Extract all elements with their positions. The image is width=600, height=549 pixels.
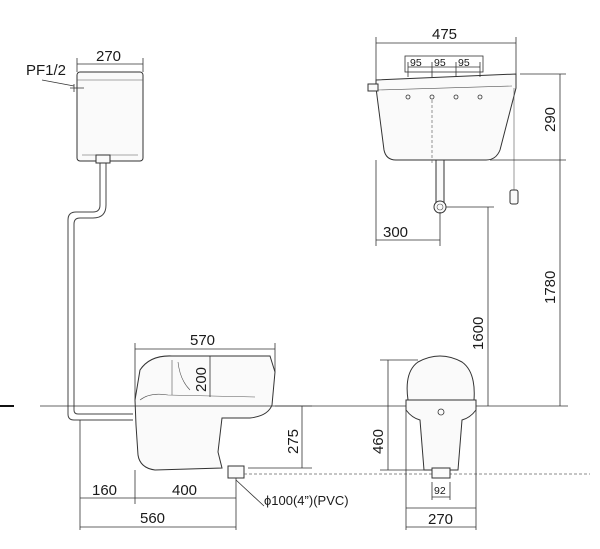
dim-label-95-a: 95 bbox=[410, 57, 422, 69]
dim-label-560: 560 bbox=[140, 510, 165, 527]
dim-label-270-side: 270 bbox=[96, 48, 121, 65]
dim-label-570: 570 bbox=[190, 332, 215, 349]
dim-label-300: 300 bbox=[383, 224, 408, 241]
side-tank-body bbox=[76, 71, 144, 162]
dim-label-275: 275 bbox=[285, 429, 302, 454]
inlet-label: PF1/2 bbox=[26, 62, 66, 79]
dim-label-270-front: 270 bbox=[428, 511, 453, 528]
dim-label-400: 400 bbox=[172, 482, 197, 499]
front-tank bbox=[367, 73, 519, 214]
side-tank bbox=[41, 71, 144, 421]
inlet-valve-icon bbox=[70, 84, 84, 92]
front-tank-inlet bbox=[367, 83, 379, 92]
mount-hole-icon bbox=[453, 94, 459, 100]
mount-hole-icon bbox=[405, 94, 411, 100]
dim-outlet-offset: 300 bbox=[375, 160, 441, 246]
dim-front-tank-width: 475 bbox=[375, 26, 517, 80]
front-tank-body bbox=[375, 73, 517, 161]
front-squat-pan bbox=[405, 355, 477, 479]
side-pan-body bbox=[134, 355, 276, 471]
dim-hole-spacing: 95 95 95 bbox=[404, 55, 484, 77]
dim-label-1780: 1780 bbox=[542, 271, 559, 304]
front-pan-outlet bbox=[431, 467, 451, 479]
dim-label-460: 460 bbox=[370, 429, 387, 454]
side-pan-outlet bbox=[227, 465, 245, 479]
dim-flush-height: 1600 bbox=[446, 206, 494, 406]
drain-spec-label: ϕ100(4”)(PVC) bbox=[264, 493, 349, 508]
flush-pipe bbox=[67, 161, 133, 421]
dim-label-95-b: 95 bbox=[434, 57, 446, 69]
drain-callout: ϕ100(4”)(PVC) bbox=[235, 479, 349, 508]
dim-label-95-c: 95 bbox=[458, 57, 470, 69]
dim-pan-rim: 200 bbox=[193, 356, 211, 397]
dim-label-475: 475 bbox=[432, 26, 457, 43]
dim-outlet-diameter: 92 bbox=[431, 482, 451, 500]
dim-front-width: 270 bbox=[405, 410, 477, 530]
dim-label-200: 200 bbox=[193, 367, 210, 392]
dim-front-height: 460 bbox=[370, 359, 424, 471]
mount-hole-icon bbox=[429, 94, 435, 100]
front-pan-hood bbox=[406, 355, 475, 401]
dim-label-160: 160 bbox=[92, 482, 117, 499]
side-squat-pan bbox=[134, 355, 590, 479]
front-tank-outlet bbox=[433, 200, 447, 214]
front-pan-body bbox=[405, 399, 477, 471]
dim-mount-height: 1780 bbox=[542, 160, 561, 406]
dim-label-1600: 1600 bbox=[470, 317, 487, 350]
dim-label-290: 290 bbox=[542, 107, 559, 132]
mount-hole-icon bbox=[477, 94, 483, 100]
dim-bottom: 160 400 560 bbox=[79, 420, 237, 530]
dim-side-tank-width: 270 bbox=[76, 48, 144, 72]
dim-tank-height: 290 bbox=[490, 73, 566, 161]
dim-pan-length: 570 bbox=[134, 332, 276, 400]
pull-handle-icon bbox=[509, 189, 519, 205]
dim-label-92: 92 bbox=[434, 485, 446, 497]
